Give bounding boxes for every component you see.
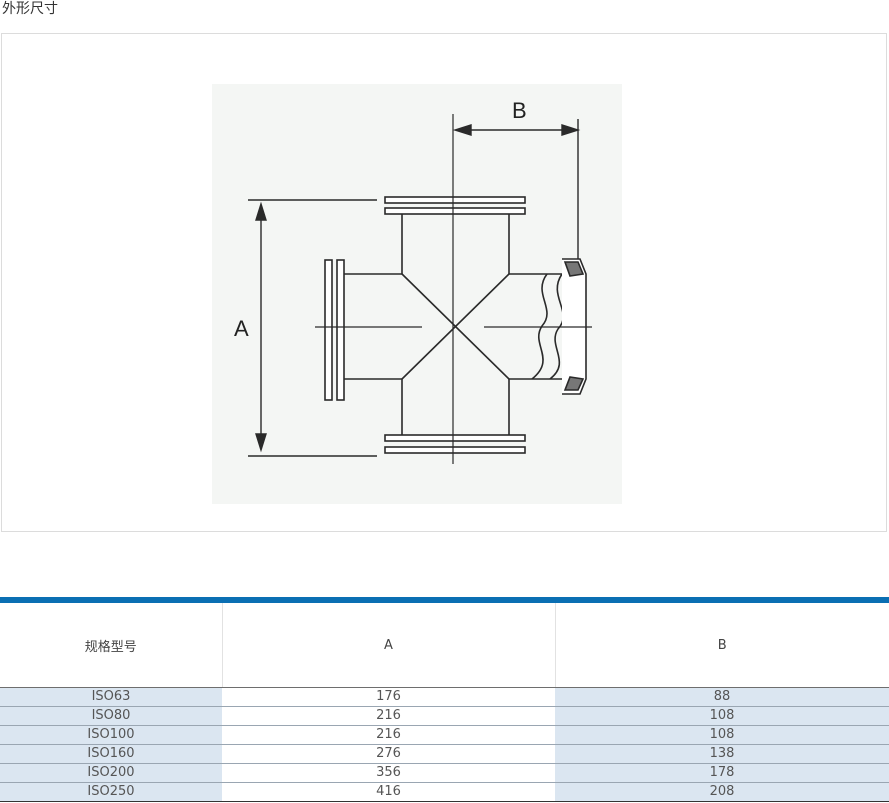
cell-a: 356	[222, 763, 555, 783]
cell-b: 108	[555, 706, 889, 726]
dimension-b	[452, 119, 581, 259]
left-flange-inner	[336, 259, 345, 401]
header-b: B	[554, 600, 889, 688]
dimension-a	[248, 199, 377, 457]
top-flange-inner	[384, 207, 526, 215]
cross-body	[324, 196, 587, 454]
clamp-hatch-bottom	[563, 376, 585, 391]
cell-a: 216	[222, 725, 555, 745]
dim-a-label: A	[234, 316, 249, 341]
cell-b: 208	[555, 782, 889, 802]
x-line-2	[401, 273, 510, 380]
section-title: 外形尺寸	[2, 1, 58, 17]
table-row: ISO63 176 88	[0, 687, 889, 707]
cell-model: ISO100	[0, 725, 222, 745]
dim-b-arrow-left	[452, 124, 472, 136]
table-row: ISO160 276 138	[0, 744, 889, 764]
cell-b: 108	[555, 725, 889, 745]
spec-table: 规格型号 A B ISO63 176 88 ISO80 216 108 ISO1…	[0, 597, 889, 802]
table-row: ISO80 216 108	[0, 706, 889, 726]
bottom-flange-inner	[384, 434, 526, 442]
clamp-hatch-top	[563, 261, 585, 277]
left-flange-outer	[324, 259, 333, 401]
center-lines	[315, 114, 592, 464]
header-a: A	[221, 600, 555, 688]
table-row: ISO250 416 208	[0, 782, 889, 802]
cell-a: 216	[222, 706, 555, 726]
dim-a-arrow-top	[255, 201, 267, 221]
dim-b-arrow-right	[561, 124, 581, 136]
cell-model: ISO200	[0, 763, 222, 783]
cell-model: ISO160	[0, 744, 222, 764]
cell-b: 88	[555, 687, 889, 707]
cell-b: 178	[555, 763, 889, 783]
dim-a-arrow-bottom	[255, 433, 267, 453]
cell-model: ISO63	[0, 687, 222, 707]
cell-b: 138	[555, 744, 889, 764]
break-line-1	[531, 273, 548, 380]
table-row: ISO200 356 178	[0, 763, 889, 783]
table-row: ISO100 216 108	[0, 725, 889, 745]
cell-model: ISO80	[0, 706, 222, 726]
break-line-2	[549, 273, 564, 380]
header-model: 规格型号	[0, 600, 222, 688]
cell-a: 176	[222, 687, 555, 707]
dim-b-label: B	[512, 98, 527, 123]
cell-a: 416	[222, 782, 555, 802]
top-flange-outer	[384, 196, 526, 204]
bottom-flange-outer	[384, 446, 526, 454]
cell-a: 276	[222, 744, 555, 764]
cell-model: ISO250	[0, 782, 222, 802]
dimension-figure: A B	[1, 33, 887, 532]
cross-fitting-drawing: A B	[212, 84, 622, 504]
table-header-row: 规格型号 A B	[0, 600, 889, 688]
drawing-background	[212, 84, 622, 504]
